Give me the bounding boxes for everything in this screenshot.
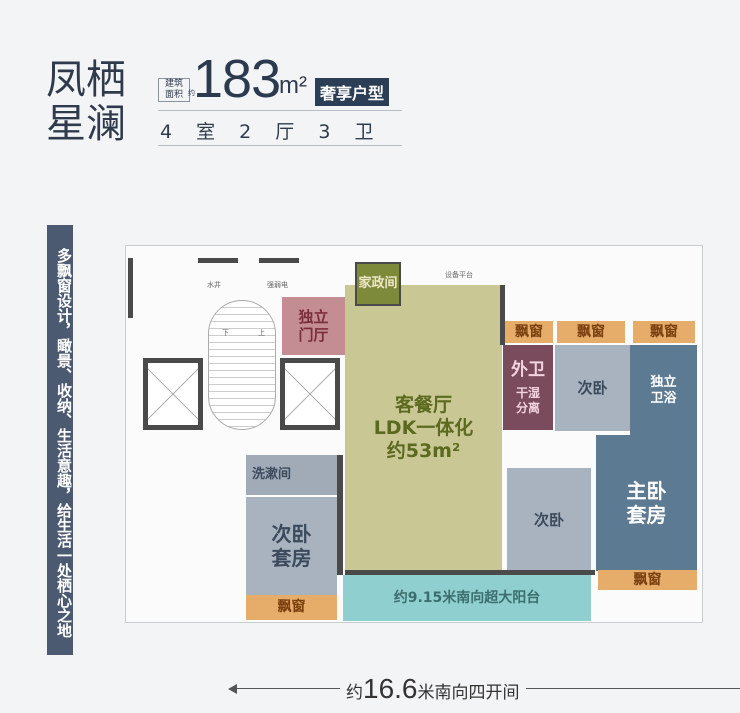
bay-window: 飘窗 (598, 570, 697, 590)
wall (500, 285, 505, 345)
room-bedroom-2: 次卧 (555, 345, 630, 431)
feature-banner: 多飘窗设计，瞰景、收纳、生活意趣，给生活一处栖心之地 (47, 225, 73, 655)
dimension-suffix: 米南向四开间 (417, 683, 520, 703)
room-foyer: 独立门厅 (282, 297, 345, 355)
room-balcony: 约9.15米南向超大阳台 (343, 575, 591, 621)
bay-window: 飘窗 (557, 321, 625, 343)
bay-window: 飘窗 (505, 321, 553, 343)
wall (337, 455, 343, 575)
area-value: 183 (193, 49, 281, 109)
dimension-text: 约16.6米南向四开间 (340, 673, 526, 705)
guest-bath-note: 干湿分离 (515, 386, 540, 415)
area-unit: m² (279, 72, 307, 99)
bay-window: 飘窗 (246, 595, 337, 620)
dimension-prefix: 约 (346, 683, 363, 703)
room-bedroom-suite: 次卧套房 (246, 497, 337, 595)
room-master-suite: 主卧套房 (596, 435, 697, 571)
ensuite-bath-label: 独立卫浴 (650, 375, 677, 406)
master-label: 主卧 (626, 479, 667, 503)
ldk-label: 客餐厅 (394, 394, 452, 417)
project-name-line1: 凤栖 (46, 57, 126, 103)
stair-down-label: 下 (222, 329, 229, 337)
staircase (208, 300, 276, 430)
equipment-label: 设备平台 (445, 271, 473, 279)
guest-bath-label: 外卫 (511, 359, 545, 380)
arrow-left-icon (228, 684, 237, 694)
type-badge: 奢享户型 (315, 78, 390, 106)
water-well-label: 水井 (207, 281, 221, 289)
room-washroom: 洗漱间 (246, 455, 337, 495)
stair-up-label: 上 (258, 329, 265, 337)
room-guest-bath: 外卫干湿分离 (503, 345, 553, 430)
elevator (143, 358, 203, 430)
wall (259, 258, 299, 263)
foyer-label: 独立门厅 (298, 308, 329, 344)
bedroom-suite-label-2: 套房 (271, 546, 312, 570)
wall (198, 258, 238, 263)
ldk-area: 约53m² (386, 439, 461, 462)
ldk-subtitle: LDK一体化 (373, 417, 474, 440)
elevator (280, 358, 340, 430)
master-label-2: 套房 (626, 503, 667, 527)
room-ensuite-bath: 独立卫浴 (630, 345, 697, 437)
area-prefix: 约 (188, 89, 195, 97)
electrical-label: 强弱电 (267, 281, 288, 289)
bay-window: 飘窗 (633, 321, 695, 343)
project-name: 凤栖星澜 (46, 58, 141, 146)
dimension-value: 16.6 (363, 673, 418, 704)
layout-text: 4 室 2 厅 3 卫 (160, 121, 383, 143)
room-bedroom-3: 次卧 (507, 468, 591, 571)
housekeeping-label: 家政间 (358, 276, 398, 292)
room-housekeeping: 家政间 (355, 262, 401, 306)
divider (158, 110, 402, 111)
wall (128, 258, 133, 318)
project-name-line2: 星澜 (46, 101, 126, 147)
area-label-line1: 建筑 (164, 79, 183, 89)
wall (345, 570, 595, 575)
bedroom-suite-label: 次卧 (271, 522, 312, 546)
divider (158, 145, 402, 146)
area-label: 建筑面积 (158, 78, 190, 102)
area-label-line2: 面积 (164, 90, 183, 100)
